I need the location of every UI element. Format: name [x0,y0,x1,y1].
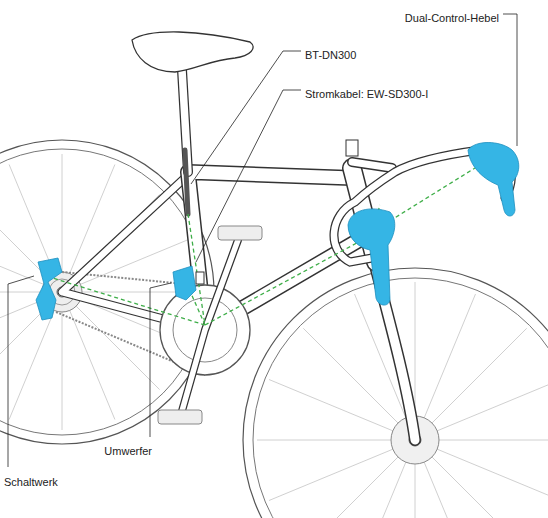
rear-derailleur [36,258,62,320]
junction [196,272,204,284]
rim [253,278,548,518]
part-label: BT-DN300 [304,45,357,63]
right-lever [468,143,519,217]
label-text: Umwerfer [103,445,153,457]
pedal [218,226,262,240]
leader-lines [8,14,517,467]
front-wheel [243,268,548,518]
label-text: Dual-Control-Hebel [404,12,500,24]
left-lever [348,209,395,305]
saddle [132,32,253,72]
electric-cable [46,168,475,325]
leader-line [191,51,301,184]
spacer [346,140,358,156]
crankset [158,226,262,424]
label-text: Schaltwerk [3,476,59,488]
part-label: Dual-Control-Hebel [404,8,500,26]
leader-line [8,276,34,467]
stem [352,162,392,168]
battery [185,150,188,214]
front-derailleur [173,266,196,300]
rim [0,149,205,435]
tire [243,268,548,518]
part-label: Umwerfer [103,441,153,459]
di2-components [36,143,519,321]
leader-line [196,90,301,262]
pedal [158,410,202,424]
part-label: Stromkabel: EW-SD300-I [304,84,429,102]
label-text: BT-DN300 [304,49,357,61]
frame [62,70,415,440]
part-label: Schaltwerk [3,472,59,490]
leader-line [503,14,517,146]
label-text: Stromkabel: EW-SD300-I [304,88,429,100]
leader-line [150,283,171,437]
stem-outline [352,162,392,168]
